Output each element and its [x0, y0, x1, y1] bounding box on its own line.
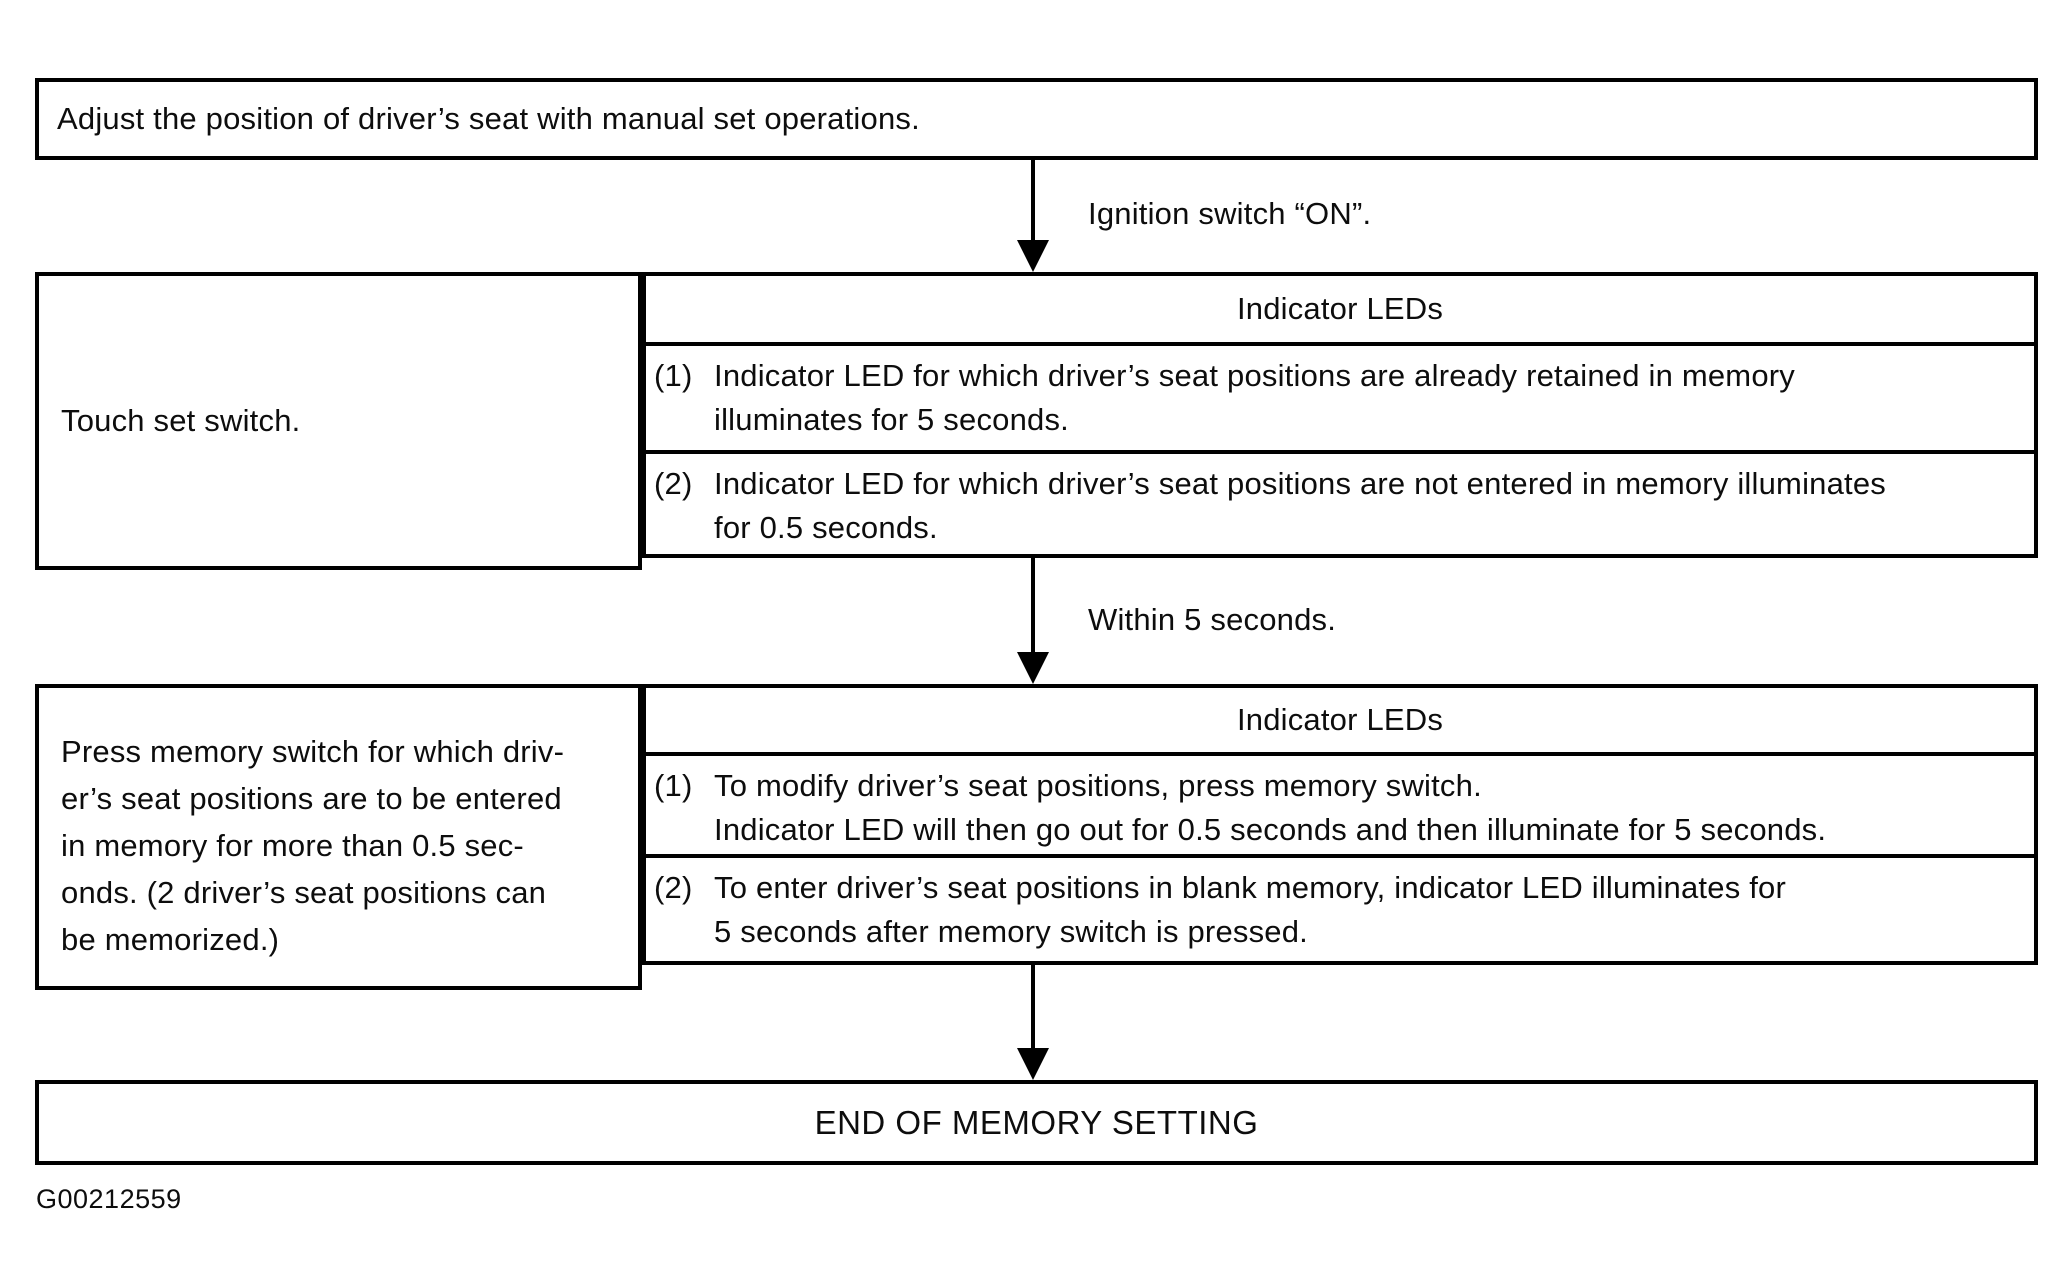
item-marker: (2) [654, 466, 693, 501]
item-line-2: 5 seconds after memory switch is pressed… [714, 914, 1308, 949]
step3-action-line: Press memory switch for which driv- [61, 734, 565, 769]
item-text: To modify driver’s seat positions, press… [714, 764, 2020, 854]
connector1-line [1031, 158, 1035, 244]
step2-led-item-1: (1) Indicator LED for which driver’s sea… [646, 346, 2034, 454]
step2-indicator-leds-header-text: Indicator LEDs [1236, 291, 1444, 326]
item-text: Indicator LED for which driver’s seat po… [714, 354, 2020, 450]
arrow-down-icon [1017, 652, 1049, 684]
step2-action-text: Touch set switch. [61, 403, 301, 438]
step2-indicator-leds-header: Indicator LEDs [646, 276, 2034, 346]
connector1-label: Ignition switch “ON”. [1088, 196, 1372, 231]
step1-manual-set-box: Adjust the position of driver’s seat wit… [35, 78, 2038, 160]
item-marker: (1) [654, 768, 693, 803]
item-line-1: To modify driver’s seat positions, press… [714, 768, 1482, 803]
item-line-1: To enter driver’s seat positions in blan… [714, 870, 1786, 905]
step3-indicator-leds-box: Indicator LEDs (1) To modify driver’s se… [642, 684, 2038, 965]
item-line-2: for 0.5 seconds. [714, 510, 938, 545]
step2-led-item-2: (2) Indicator LED for which driver’s sea… [646, 454, 2034, 554]
step3-indicator-leds-header-text: Indicator LEDs [1236, 702, 1444, 737]
step3-led-item-1: (1) To modify driver’s seat positions, p… [646, 756, 2034, 858]
step3-action-box: Press memory switch for which driv- er’s… [35, 684, 642, 990]
item-marker: (1) [654, 358, 693, 393]
step3-action-line: in memory for more than 0.5 sec- [61, 828, 524, 863]
arrow-down-icon [1017, 240, 1049, 272]
step2-indicator-leds-box: Indicator LEDs (1) Indicator LED for whi… [642, 272, 2038, 558]
step3-action-line: onds. (2 driver’s seat positions can [61, 875, 547, 910]
step1-text: Adjust the position of driver’s seat wit… [57, 101, 920, 136]
figure-id: G00212559 [36, 1184, 182, 1214]
item-line-2: Indicator LED will then go out for 0.5 s… [714, 812, 1827, 847]
end-of-memory-setting-box: END OF MEMORY SETTING [35, 1080, 2038, 1165]
step3-action-line: er’s seat positions are to be entered [61, 781, 562, 816]
connector3-line [1031, 961, 1035, 1052]
item-line-1: Indicator LED for which driver’s seat po… [714, 466, 1886, 501]
step3-indicator-leds-header: Indicator LEDs [646, 688, 2034, 756]
step3-led-item-2: (2) To enter driver’s seat positions in … [646, 858, 2034, 961]
item-line-1: Indicator LED for which driver’s seat po… [714, 358, 1795, 393]
step3-action-line: be memorized.) [61, 922, 280, 957]
item-text: Indicator LED for which driver’s seat po… [714, 462, 2020, 554]
connector2-line [1031, 556, 1035, 656]
item-marker: (2) [654, 870, 693, 905]
step2-action-box: Touch set switch. [35, 272, 642, 570]
connector2-label: Within 5 seconds. [1088, 602, 1337, 637]
item-text: To enter driver’s seat positions in blan… [714, 866, 2020, 961]
end-text: END OF MEMORY SETTING [814, 1103, 1259, 1141]
item-line-2: illuminates for 5 seconds. [714, 402, 1069, 437]
arrow-down-icon [1017, 1048, 1049, 1080]
